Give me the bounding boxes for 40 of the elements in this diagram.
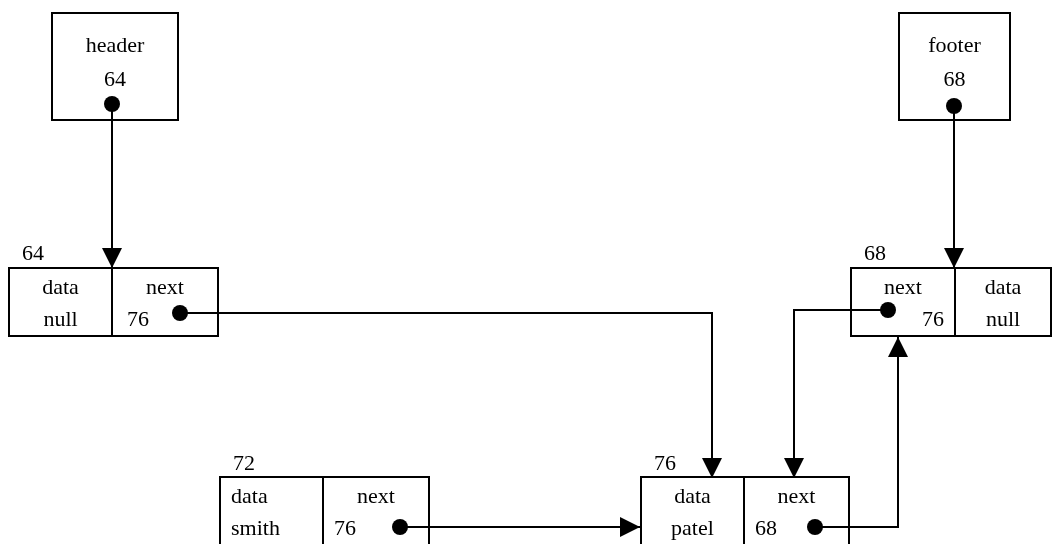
- field-value: 76: [126, 305, 149, 333]
- pointer-arrow: [172, 305, 722, 479]
- field-cell: [745, 476, 850, 544]
- field-cell: [8, 267, 113, 337]
- field-cell: [219, 476, 324, 544]
- field-cell: [850, 267, 956, 337]
- pointer-name: footer: [928, 31, 981, 59]
- field-name: next: [357, 482, 395, 510]
- field-name: next: [146, 273, 184, 301]
- field-cell: [324, 476, 430, 544]
- pointer-name: header: [85, 31, 145, 59]
- field-value: null: [985, 305, 1021, 333]
- field-name: next: [884, 273, 922, 301]
- pointer-arrow: [392, 517, 641, 537]
- field-value: 68: [755, 514, 777, 542]
- field-cell: [113, 267, 219, 337]
- address-label: 76: [653, 450, 677, 476]
- field-value: 76: [334, 514, 356, 542]
- field-name: data: [674, 482, 711, 510]
- pointer-arrow: [784, 302, 896, 479]
- field-value: patel: [671, 514, 714, 542]
- pointer-arrow: [807, 336, 908, 535]
- field-cell: [640, 476, 745, 544]
- pointer-arrow: [102, 96, 122, 269]
- address-label: 68: [863, 240, 887, 267]
- pointer-box: [51, 12, 179, 121]
- field-name: data: [42, 273, 79, 301]
- field-name: next: [777, 482, 816, 510]
- address-label: 64: [21, 240, 45, 267]
- pointer-box: [898, 12, 1011, 121]
- field-cell: [956, 267, 1052, 337]
- field-value: 76: [922, 305, 944, 333]
- address-label: 72: [232, 450, 256, 476]
- pointer-arrow: [944, 98, 964, 269]
- field-value: null: [43, 305, 78, 333]
- field-value: smith: [231, 514, 280, 542]
- pointer-value: 64: [104, 65, 126, 93]
- field-name: data: [984, 273, 1022, 301]
- pointer-value: 68: [943, 65, 966, 93]
- field-name: data: [231, 482, 268, 510]
